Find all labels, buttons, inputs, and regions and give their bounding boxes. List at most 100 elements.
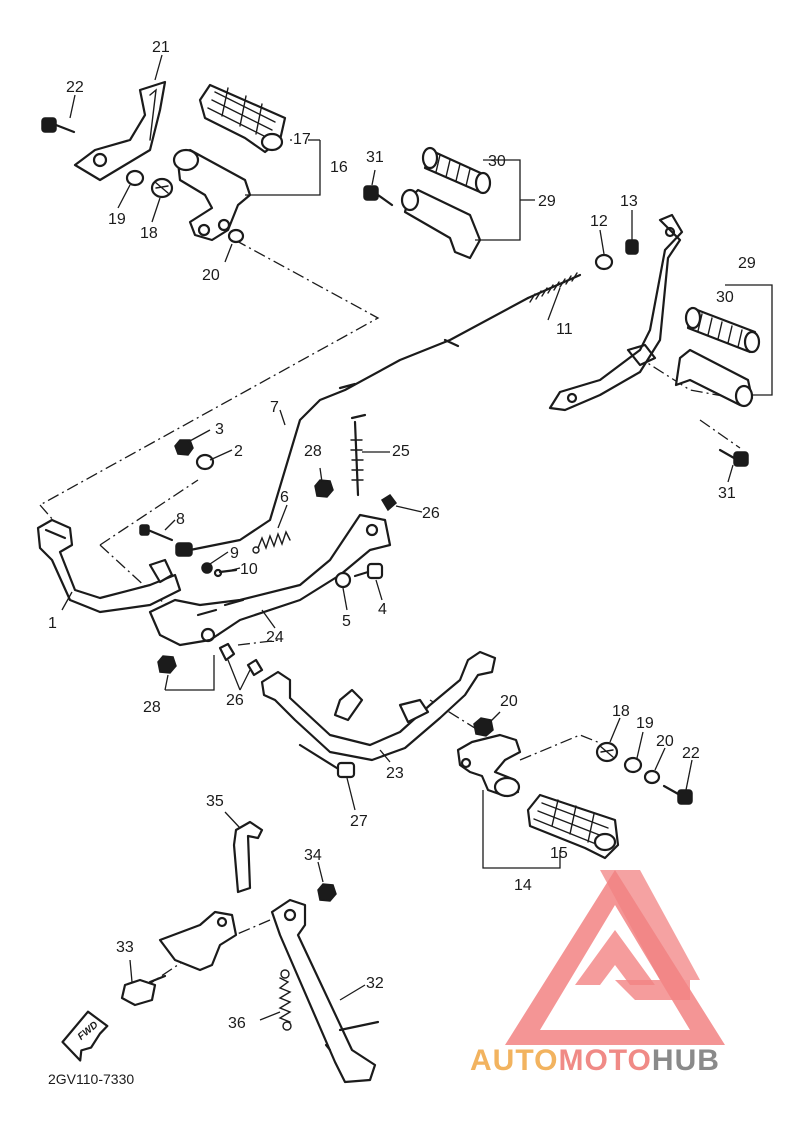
part-19-collar-lower — [623, 756, 643, 774]
part-29-footrest-right — [674, 348, 754, 408]
part-15-rubber-lower — [526, 793, 620, 860]
part-34-nut — [317, 883, 337, 902]
part-3-nut — [174, 439, 194, 456]
part-28-nut-upper — [314, 479, 334, 498]
part-19-collar-top — [125, 169, 145, 187]
callout-33: 33 — [116, 939, 134, 956]
part-25-adjuster-bolt — [350, 413, 367, 497]
part-22-bolt-top — [41, 117, 76, 134]
part-31-bolt-upper — [363, 185, 394, 207]
callout-6: 6 — [280, 489, 289, 506]
callout-3: 3 — [215, 421, 224, 438]
callout-2: 2 — [234, 443, 243, 460]
callout-19-top: 19 — [108, 211, 126, 228]
watermark-part1: AUTO — [470, 1044, 558, 1077]
callout-20-mid: 20 — [500, 693, 518, 710]
callout-28-upper: 28 — [304, 443, 322, 460]
part-20-washer-top — [227, 228, 245, 244]
callout-26-right: 26 — [422, 505, 440, 522]
callout-34: 34 — [304, 847, 322, 864]
part-2-bushing — [195, 453, 215, 471]
callout-29-upper: 29 — [538, 193, 556, 210]
watermark-text: AUTOMOTOHUB — [470, 1044, 720, 1077]
callout-22-lower: 22 — [682, 745, 700, 762]
part-30-rubber-right — [684, 306, 761, 354]
part-16-footrest-top — [172, 148, 252, 242]
callout-32: 32 — [366, 975, 384, 992]
part-13-nut-right — [625, 239, 639, 255]
callout-27: 27 — [350, 813, 368, 830]
callout-13: 13 — [620, 193, 638, 210]
part-26-pin-upper — [380, 493, 398, 512]
part-31-bolt-right — [718, 448, 749, 467]
callout-labels: 21 22 17 16 19 18 20 20 20 31 30 29 12 1… — [48, 39, 756, 894]
part-5-washer — [334, 571, 352, 589]
part-18-spring-lower — [595, 741, 619, 763]
part-26-pin-lower-a — [218, 642, 236, 662]
part-26-pin-lower-b — [246, 658, 264, 677]
callout-31-right: 31 — [718, 485, 736, 502]
callout-21: 21 — [152, 39, 170, 56]
part-20-washer-lower — [473, 717, 494, 737]
part-29-footrest-upper — [400, 188, 482, 260]
part-33-sidestand-switch — [120, 910, 238, 1007]
callout-36: 36 — [228, 1015, 246, 1032]
part-27-bolt — [298, 743, 356, 779]
callout-1: 1 — [48, 615, 57, 632]
callout-29-right: 29 — [738, 255, 756, 272]
part-4-bolt — [353, 562, 384, 580]
callout-30-right: 30 — [716, 289, 734, 306]
part-30-rubber-upper — [421, 146, 492, 195]
part-36-spring — [278, 969, 292, 1031]
part-11-cable-end — [526, 272, 582, 303]
part-9-washer — [201, 562, 213, 574]
watermark-part3: HUB — [652, 1044, 720, 1077]
part-28-nut-lower — [157, 655, 177, 674]
callout-31-upper: 31 — [366, 149, 384, 166]
part-12-collar-right — [594, 253, 614, 271]
callout-15: 15 — [550, 845, 568, 862]
part-32-sidestand — [270, 898, 380, 1084]
callout-16: 16 — [330, 159, 348, 176]
part-14-footrest-lower — [456, 733, 522, 798]
svg-text:AUTOMOTOHUB: AUTOMOTOHUB — [470, 1044, 720, 1077]
part-35-clip — [232, 820, 264, 894]
part-18-spring-top — [150, 177, 174, 199]
callout-10: 10 — [240, 561, 258, 578]
part-10-split-pin — [213, 568, 238, 578]
callout-30-upper: 30 — [488, 153, 506, 170]
callout-35-visible: 35 — [206, 793, 224, 810]
callout-19-lower-visible: 19 — [636, 715, 654, 732]
callout-28-lower: 28 — [143, 699, 161, 716]
callout-22-top: 22 — [66, 79, 84, 96]
diagram-code: 2GV110-7330 — [48, 1071, 134, 1087]
part-22-bolt-lower — [662, 784, 693, 805]
part-6-spring — [252, 530, 291, 554]
watermark-logo — [505, 870, 725, 1045]
callout-18-lower: 18 — [612, 703, 630, 720]
part-1-brake-pedal — [36, 518, 182, 614]
leader-lines — [61, 54, 773, 1021]
callout-9: 9 — [230, 545, 239, 562]
callout-20-top-visible: 20 — [202, 267, 220, 284]
part-8-pin — [139, 524, 174, 542]
callout-25: 25 — [392, 443, 410, 460]
part-17-footrest-rubber-top — [198, 83, 287, 154]
callout-20-lower-right: 20 — [656, 733, 674, 750]
watermark-part2: MOTO — [558, 1044, 651, 1077]
callout-12: 12 — [590, 213, 608, 230]
callout-26-lower: 26 — [226, 692, 244, 709]
callout-18-top: 18 — [140, 225, 158, 242]
callout-24: 24 — [266, 629, 284, 646]
callout-4: 4 — [378, 601, 387, 618]
callout-23: 23 — [386, 765, 404, 782]
callout-11: 11 — [556, 321, 573, 338]
callout-labels-extra: 20 19 20 22 35 34 33 32 36 — [116, 267, 700, 1032]
fwd-arrow-icon: FWD — [61, 1010, 109, 1062]
part-24-frame-bar — [148, 513, 392, 647]
part-23-shift-lever — [260, 650, 497, 762]
callout-17: 17 — [293, 131, 311, 148]
callout-14: 14 — [514, 877, 532, 894]
callout-5: 5 — [342, 613, 351, 630]
